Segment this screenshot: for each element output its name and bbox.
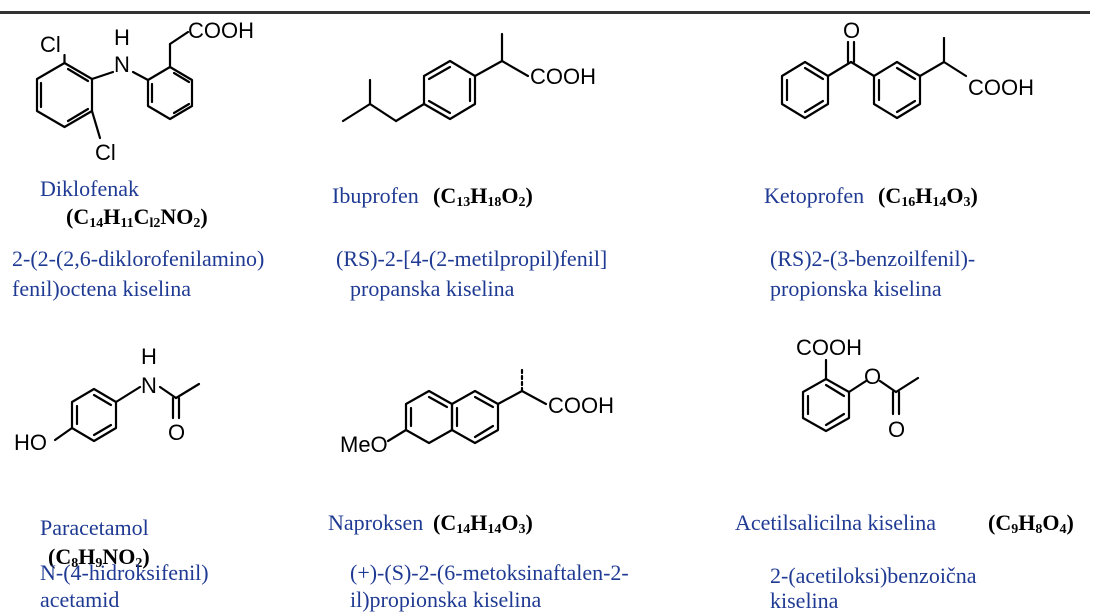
aspirin-carbonyl-o-label: O [888, 417, 905, 442]
top-rule [0, 11, 1090, 14]
ketoprofen-iupac-line1: (RS)2-(3-benzoilfenil)- [770, 246, 976, 271]
aspirin-iupac-line1: 2-(acetiloksi)benzoična [770, 563, 977, 588]
diclofenac-formula: (C14H11Cl2NO2) [66, 204, 208, 231]
naproxen-iupac-line1: (+)-(S)-2-(6-metoksinaftalen-2- [350, 560, 629, 585]
paracetamol-nh-n-label: N [141, 373, 157, 398]
diclofenac-cl-bottom-label: Cl [95, 140, 116, 165]
naproxen-structure: COOH MeO [340, 366, 614, 457]
paracetamol-formula: (C8H9NO2) [48, 544, 150, 571]
paracetamol-nh-h-label: H [141, 344, 157, 369]
diclofenac-nh-h-label: H [114, 25, 130, 50]
naproxen-acid-label: COOH [548, 393, 614, 418]
ibuprofen-structure: COOH [0, 0, 660, 200]
aspirin-iupac-line2: kiselina [770, 588, 839, 613]
paracetamol-name: Paracetamol [40, 515, 149, 540]
ibuprofen-iupac-line1: (RS)-2-[4-(2-metilpropil)fenil] [336, 246, 608, 271]
aspirin-formula: (C9H8O4) [988, 510, 1074, 537]
ibuprofen-iupac-line2: propanska kiselina [350, 276, 515, 301]
diclofenac-structure: Cl H N COOH Cl [0, 0, 330, 200]
ketoprofen-acid-label: COOH [968, 75, 1034, 100]
naproxen-formula: (C14H14O3) [433, 510, 533, 537]
paracetamol-structure: H N O HO [0, 0, 330, 615]
ibuprofen-formula: (C13H18O2) [433, 183, 533, 210]
naproxen-meo-label: MeO [340, 432, 388, 457]
aspirin-ester-o-label: O [864, 364, 881, 389]
diclofenac-iupac-line1: 2-(2-(2,6-diklorofenilamino) [12, 246, 265, 271]
diclofenac-cl-top-label: Cl [40, 32, 61, 57]
diclofenac-name: Diklofenak [40, 176, 139, 201]
paracetamol-iupac-line1: N-(4-hidroksifenil) [40, 560, 209, 585]
ibuprofen-acid-label: COOH [530, 64, 596, 89]
naproxen-iupac-line2: il)propionska kiselina [350, 587, 542, 612]
naproxen-name: Naproksen [328, 510, 424, 535]
diclofenac-iupac-line2: fenil)octena kiselina [12, 276, 191, 301]
ketoprofen-name: Ketoprofen [764, 183, 865, 208]
diclofenac-nh-n-label: N [114, 52, 130, 77]
ketoprofen-iupac-line2: propionska kiselina [770, 276, 942, 301]
diclofenac-acid-label: COOH [188, 18, 254, 43]
ibuprofen-name: Ibuprofen [332, 183, 419, 208]
ketoprofen-structure: O COOH [0, 0, 1105, 200]
paracetamol-ho-label: HO [14, 430, 47, 455]
ketoprofen-formula: (C16H14O3) [878, 183, 978, 210]
paracetamol-iupac-line2: acetamid [40, 587, 120, 612]
aspirin-name: Acetilsalicilna kiselina [735, 510, 936, 535]
aspirin-acid-label: COOH [796, 335, 862, 360]
paracetamol-amide-o-label: O [168, 420, 185, 445]
ketoprofen-keto-o-label: O [843, 18, 860, 43]
